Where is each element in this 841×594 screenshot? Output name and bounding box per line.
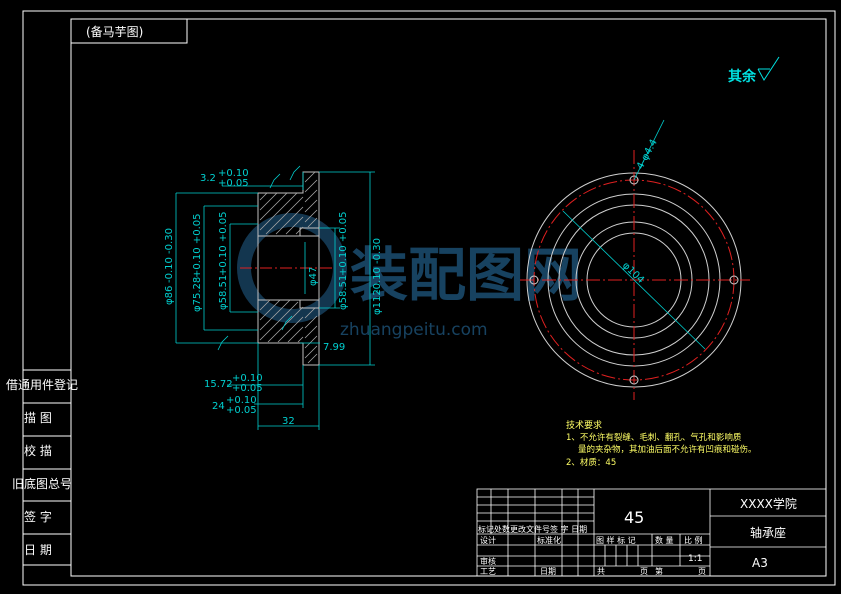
tech-line1: 1、不允许有裂缝、毛刺、翻孔、气孔和影响质 (566, 432, 742, 443)
tech-requirements: 技术要求 1、不允许有裂缝、毛刺、翻孔、气孔和影响质 量的夹杂物，其加油后面不允… (566, 419, 757, 468)
dim-phi58-left: φ58.51 (218, 275, 229, 310)
design-label: 设计 (480, 535, 496, 545)
top-tag: (备马芋图) (86, 25, 143, 39)
scale-value: 1:1 (688, 554, 702, 564)
dim-15-72: 15.72 (204, 379, 233, 390)
standardize-label: 标准化 (537, 535, 561, 545)
dim-24-tol-lo: +0.05 (226, 405, 257, 416)
dim-phi112-tol: -0.10 -0.30 (372, 238, 383, 293)
process-label: 工艺 (480, 567, 496, 576)
watermark-url: zhuangpeitu.com (340, 320, 488, 340)
ratio-label: 比 例 (684, 535, 703, 545)
stage-row-label: 图 样 标 记 (596, 535, 636, 545)
date-label: 日期 (540, 567, 556, 576)
hole-label: 4-φ4.4 (635, 138, 660, 172)
dim-24: 24 (212, 401, 225, 412)
part-name: 轴承座 (750, 525, 786, 540)
sheet-label: 页 (640, 567, 648, 576)
pcd-label: φ104 (620, 260, 646, 286)
dim-15-72-tol-lo: +0.05 (232, 383, 263, 394)
total-label: 共 (597, 567, 605, 576)
dim-32: 32 (282, 416, 295, 427)
reg-item: 旧底图总号 (12, 476, 72, 491)
reg-item: 校 描 (24, 443, 52, 458)
dim-3-2-tol-up: +0.10 (218, 168, 249, 179)
dim-3-2-tol-lo: +0.05 (218, 178, 249, 189)
left-registration-column: 借通用件登记 描 图 校 描 旧底图总号 签 字 日 期 (6, 369, 78, 566)
bolt-hole (529, 275, 539, 285)
top-tag-box (70, 18, 188, 44)
page-no-label: 第 (655, 566, 663, 576)
roughness-note: 其余 (728, 56, 780, 85)
dim-3-2: 3.2 (200, 173, 216, 184)
bolt-hole (629, 375, 639, 385)
weight-label: 数 量 (655, 535, 674, 545)
roughness-text: 其余 (728, 68, 757, 85)
tech-line3: 2、材质：45 (566, 457, 616, 468)
reg-item: 签 字 (24, 509, 52, 524)
section-view: 3.2 +0.10 +0.05 φ86 -0.10 -0.30 φ75.28 +… (164, 165, 383, 430)
revision-row-label: 标记处数更改文件号签 字 日期 (478, 524, 587, 534)
dim-phi58-left-tol: +0.10 +0.05 (218, 212, 229, 276)
outer-border (22, 10, 836, 586)
sheet-size: A3 (752, 556, 768, 570)
roughness-symbol-icon (757, 56, 780, 81)
dim-phi47: φ47 (308, 267, 319, 286)
dim-15-72-tol-up: +0.10 (232, 373, 263, 384)
dim-phi75: φ75.28 (192, 277, 203, 312)
school-name: XXXX学院 (740, 496, 797, 511)
dim-24-tol-up: +0.10 (226, 395, 257, 406)
dim-phi86-tol: -0.10 -0.30 (164, 228, 175, 283)
material-value: 45 (624, 508, 644, 527)
dim-phi86: φ86 (164, 286, 175, 305)
watermark-cn: 装配图网 (350, 241, 582, 309)
title-block-text: 45 XXXX学院 轴承座 A3 1:1 标记处数更改文件号签 字 日期 设计 … (478, 496, 797, 576)
review-label: 审核 (480, 556, 496, 566)
tech-title: 技术要求 (566, 419, 602, 431)
page-label: 页 (698, 567, 706, 576)
reg-item: 借通用件登记 (6, 377, 78, 392)
inner-border (70, 18, 827, 577)
title-block (476, 488, 827, 577)
bolt-hole (729, 275, 739, 285)
dim-phi75-tol: +0.10 +0.05 (192, 214, 203, 278)
bolt-hole (629, 175, 639, 185)
dim-phi58-right: φ58.51 (338, 275, 349, 310)
dim-phi112: φ112 (372, 289, 383, 315)
reg-item: 描 图 (24, 411, 52, 425)
dim-7-99: 7.99 (323, 342, 345, 353)
dim-phi58-right-tol: +0.10 +0.05 (338, 212, 349, 276)
tech-line2: 量的夹杂物，其加油后面不允许有凹痕和碰伤。 (578, 444, 757, 455)
reg-item: 日 期 (24, 543, 52, 557)
